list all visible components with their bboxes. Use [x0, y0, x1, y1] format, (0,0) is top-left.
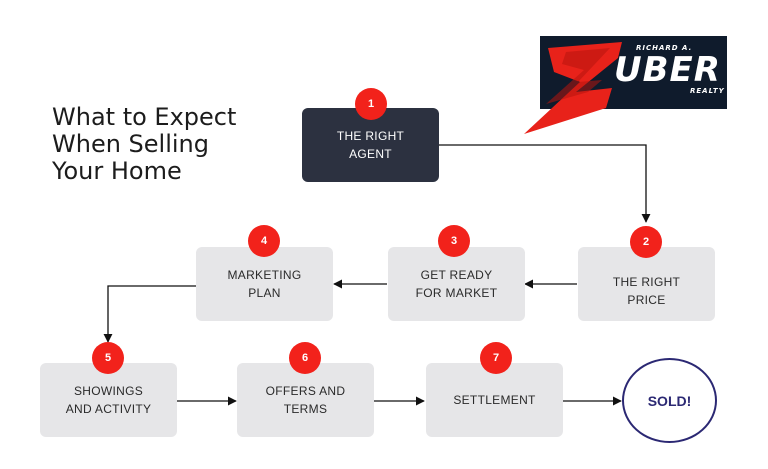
step-7-box: SETTLEMENT	[426, 363, 563, 437]
step-7-label: SETTLEMENT	[453, 393, 536, 407]
step-3-badge: 3	[438, 225, 470, 257]
step-6-label: OFFERS AND TERMS	[265, 384, 346, 416]
step-3-box: GET READY FOR MARKET	[388, 247, 525, 321]
arrow-4-to-5	[103, 285, 196, 343]
zuber-realty-logo: RICHARD A. UBER REALTY	[518, 30, 730, 141]
title-line-2: When Selling	[52, 130, 209, 158]
sold-label: SOLD!	[647, 392, 692, 409]
step-7-badge: 7	[480, 342, 512, 374]
step-3-label: GET READY FOR MARKET	[415, 268, 498, 300]
step-1-box: THE RIGHT AGENT	[302, 108, 439, 182]
step-2-badge: 2	[630, 226, 662, 258]
step-6-box: OFFERS AND TERMS	[237, 363, 374, 437]
step-4-box: MARKETING PLAN	[196, 247, 333, 321]
step-5-box: SHOWINGS AND ACTIVITY	[40, 363, 177, 437]
title-line-1: What to Expect	[52, 103, 237, 131]
sold-circle: SOLD!	[622, 358, 717, 443]
arrow-1-to-2	[439, 144, 651, 223]
step-6-badge: 6	[289, 342, 321, 374]
logo-tag-text: REALTY	[690, 87, 725, 95]
title-line-3: Your Home	[52, 157, 182, 185]
step-1-label: THE RIGHT AGENT	[336, 129, 405, 161]
step-5-label: SHOWINGS AND ACTIVITY	[65, 384, 152, 416]
step-1-badge: 1	[355, 88, 387, 120]
logo-small-text: RICHARD A.	[636, 44, 693, 52]
step-2-label: THE RIGHT PRICE	[612, 275, 681, 307]
page-title: What to Expect When Selling Your Home	[52, 104, 236, 185]
step-5-badge: 5	[92, 342, 124, 374]
logo-main-text: UBER	[614, 50, 721, 90]
step-4-label: MARKETING PLAN	[227, 268, 302, 300]
logo-graphic	[524, 36, 727, 134]
step-2-box: THE RIGHT PRICE	[578, 247, 715, 321]
step-4-badge: 4	[248, 225, 280, 257]
